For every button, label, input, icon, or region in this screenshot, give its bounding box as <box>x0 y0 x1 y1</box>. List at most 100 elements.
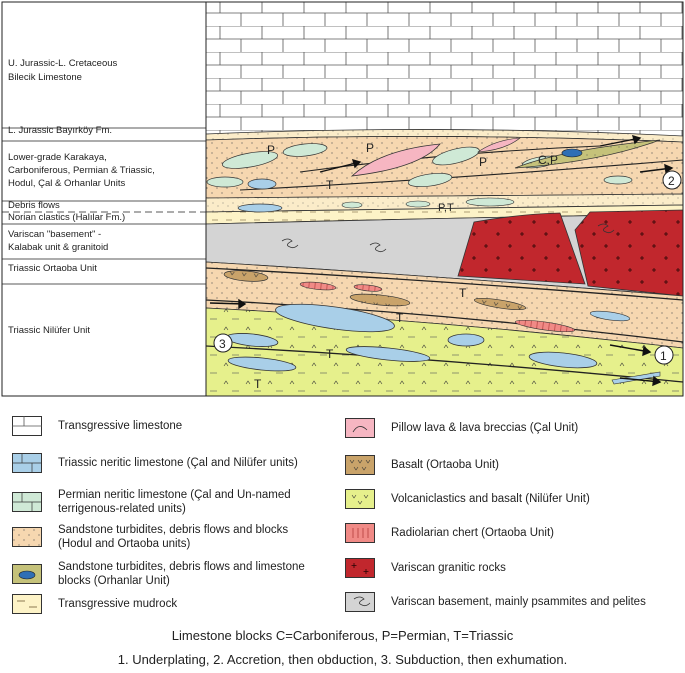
circle-marker-2 <box>662 170 682 190</box>
radiolarian-chert-swatch <box>345 523 375 543</box>
legend-label: Pillow lava & lava breccias (Çal Unit) <box>391 422 579 434</box>
permian-block-2 <box>282 143 328 157</box>
label-t3: T <box>396 311 404 325</box>
legend-label: Basalt (Ortaoba Unit) <box>391 459 500 471</box>
unit-label-u-jurassic-l-cretaceous: Bilecik Limestone <box>8 72 82 83</box>
circle-marker-3 <box>213 333 233 353</box>
stratigraphic-column <box>1 1 207 397</box>
volcaniclastics-swatch <box>345 489 375 509</box>
debris-block-1 <box>237 203 283 213</box>
orhanlar-lens <box>514 139 661 169</box>
legend-label: Triassic neritic limestone (Çal and Nilü… <box>58 457 298 469</box>
label-pt: P,T <box>438 202 454 214</box>
unit-label-variscan-basement: Variscan "basement" - <box>8 229 101 240</box>
legend-item-sandstone-turbidites: Sandstone turbidites, debris flows and b… <box>12 523 288 551</box>
pillow-lava-swatch <box>345 418 375 438</box>
chert-lens-1 <box>299 281 337 291</box>
label-t5: T <box>254 377 262 391</box>
permian-neritic-limestone-swatch <box>12 492 42 512</box>
nilufer-small-lens <box>611 371 661 385</box>
legend-label: Radiolarian chert (Ortaoba Unit) <box>391 527 554 539</box>
limestone-blocks-note: Limestone blocks C=Carboniferous, P=Perm… <box>171 628 514 643</box>
legend-item-basalt: Basalt (Ortaoba Unit) <box>345 455 499 475</box>
legend-item-variscan-basement: Variscan basement, mainly psammites and … <box>345 592 646 612</box>
triassic-block-1 <box>247 178 277 190</box>
label-t2: T <box>459 286 467 300</box>
circle-label-2: 2 <box>668 174 675 188</box>
nilufer-limestone-3 <box>345 346 431 362</box>
unit-label-debris-flows: Debris flows <box>8 200 60 211</box>
variscan-granite-body-2 <box>574 209 683 297</box>
legend-item-triassic-neritic: Triassic neritic limestone (Çal and Nilü… <box>12 453 298 473</box>
legend-item-permian-neritic: Permian neritic limestone (Çal and Un-na… <box>12 488 291 516</box>
transgressive-limestone-swatch <box>12 416 42 436</box>
label-p3: P <box>479 155 487 169</box>
nilufer-limestone-5 <box>528 351 598 369</box>
legend-label: Volcaniclastics and basalt (Nilüfer Unit… <box>391 493 590 505</box>
legend-label: Sandstone turbidites, debris flows and b… <box>58 524 289 550</box>
unit-label-norian-clastics: Norian clastics (Halılar Fm.) <box>8 212 125 223</box>
cross-section <box>206 2 683 396</box>
orhanlar-turbidites-swatch <box>12 564 42 584</box>
legend-item-transgressive-mudrock: Transgressive mudrock <box>12 594 177 614</box>
label-p1: P <box>267 143 275 157</box>
nilufer-limestone-1 <box>275 303 395 333</box>
nilufer-limestone-4 <box>447 333 485 347</box>
basalt-lens-1 <box>223 270 269 282</box>
chert-lens-2 <box>353 284 383 292</box>
processes-note: 1. Underplating, 2. Accretion, then obdu… <box>117 652 568 667</box>
legend-label: Transgressive mudrock <box>58 598 178 610</box>
basement-fold-mark-3 <box>597 223 615 234</box>
label-cp: C,P <box>538 153 558 167</box>
unit-label-triassic-nilufer: Triassic Nilüfer Unit <box>8 325 90 336</box>
unit-label-karakaya: Carboniferous, Permian & Triassic, <box>8 165 155 176</box>
permian-block-1 <box>222 151 278 169</box>
label-t4: T <box>326 347 334 361</box>
section-labels: P P P C,P T P,T T T T T 1 2 3 <box>213 141 682 391</box>
legend: Transgressive limestone Triassic neritic… <box>0 408 685 618</box>
circle-marker-1 <box>654 345 674 365</box>
label-t1: T <box>326 178 334 192</box>
debris-block-2 <box>341 201 363 209</box>
legend-item-volcaniclastics: Volcaniclastics and basalt (Nilüfer Unit… <box>345 489 590 509</box>
bilecik-limestone-layer <box>206 2 683 136</box>
debris-block-3 <box>405 200 431 208</box>
basement-fold-mark-1 <box>281 238 299 249</box>
permian-block-4 <box>432 146 480 166</box>
variscan-granitic-swatch <box>345 558 375 578</box>
legend-label: Variscan basement, mainly psammites and … <box>391 596 646 608</box>
unit-label-karakaya: Hodul, Çal & Orhanlar Units <box>8 178 125 189</box>
legend-label: Sandstone turbidites, debris flows and l… <box>58 561 305 587</box>
pink-chert-sliver <box>476 137 521 153</box>
transgressive-mudrock-swatch <box>12 594 42 614</box>
basalt-swatch <box>345 455 375 475</box>
permian-block-7 <box>603 175 633 185</box>
unit-label-karakaya: Lower-grade Karakaya, <box>8 152 107 163</box>
legend-label: Permian neritic limestone (Çal and Un-na… <box>58 489 291 515</box>
unit-label-variscan-basement: Kalabak unit & granitoid <box>8 242 108 253</box>
orhanlar-blue-block <box>561 148 583 158</box>
basalt-lens-2 <box>349 293 411 307</box>
unit-label-l-jurassic-bayirkoy: L. Jurassic Bayırköy Fm. <box>8 125 112 136</box>
legend-label: Transgressive limestone <box>58 420 183 432</box>
legend-item-pillow-lava: Pillow lava & lava breccias (Çal Unit) <box>345 418 578 438</box>
pillow-lava-body <box>350 143 441 177</box>
circle-label-3: 3 <box>219 337 226 351</box>
variscan-basement-swatch <box>345 592 375 612</box>
chert-lens-3 <box>514 319 576 333</box>
triassic-neritic-limestone-swatch <box>12 453 42 473</box>
sandstone-turbidites-swatch <box>12 527 42 547</box>
legend-label: Variscan granitic rocks <box>391 562 506 574</box>
permian-block-5 <box>407 172 453 188</box>
legend-item-orhanlar-turbidites: Sandstone turbidites, debris flows and l… <box>12 560 305 588</box>
permian-block-3 <box>206 176 244 188</box>
circle-label-1: 1 <box>660 349 667 363</box>
debris-block-4 <box>465 197 515 207</box>
nilufer-limestone-6 <box>227 356 297 372</box>
basalt-lens-3 <box>473 297 527 311</box>
variscan-granite-body-1 <box>457 212 586 285</box>
basement-fold-mark-2 <box>369 242 387 253</box>
legend-item-radiolarian-chert: Radiolarian chert (Ortaoba Unit) <box>345 523 554 543</box>
